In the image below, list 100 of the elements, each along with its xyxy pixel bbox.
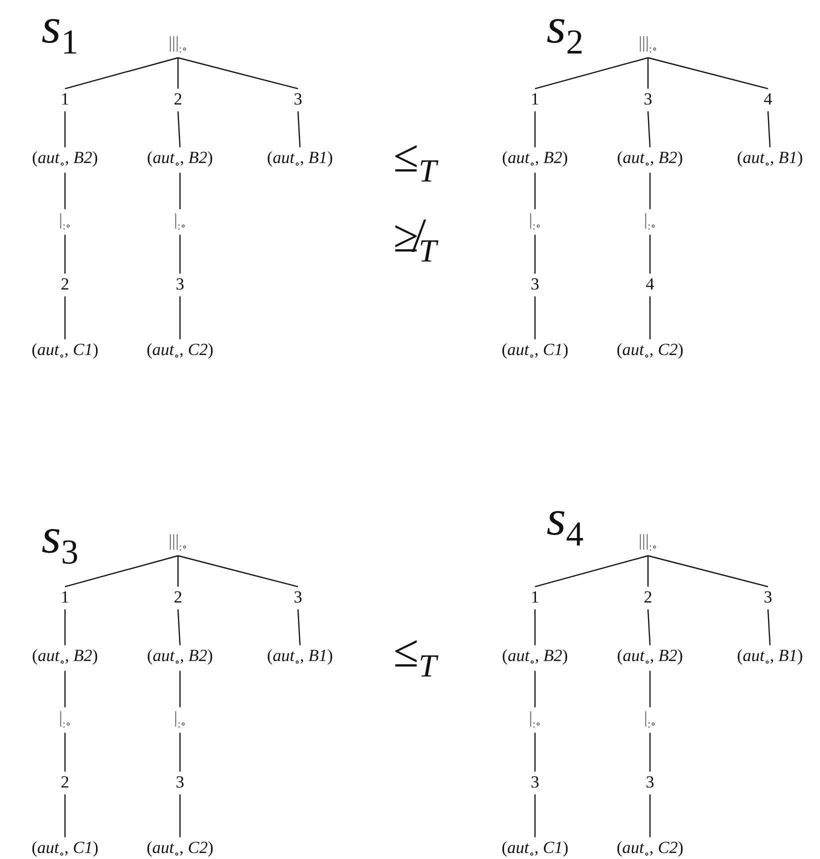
tree-branch <box>64 555 178 588</box>
tree-branch <box>649 732 651 772</box>
tree-leaf-label: (aut$_{∘}$, B2) <box>32 148 98 172</box>
tree-branch <box>177 556 179 587</box>
tree-branch <box>178 555 298 588</box>
tree-leaf-label: (aut$_{∘}$, C2) <box>146 340 214 364</box>
operator-label: |$_{:∘}$ <box>529 708 541 732</box>
tree-leaf-label: (aut$_{∘}$, B2) <box>32 646 98 670</box>
tree-leaf-label: (aut$_{∘}$, C1) <box>32 340 98 364</box>
operator-label: |$_{:∘}$ <box>174 210 186 234</box>
tree-leaf-label: (aut$_{∘}$, B2) <box>502 646 568 670</box>
tree-branch <box>179 794 181 838</box>
tree-leaf-label: (aut$_{∘}$, B2) <box>147 148 213 172</box>
tree-branch <box>64 670 66 708</box>
tree-branch <box>64 57 178 90</box>
tree-index: 3 <box>176 772 184 794</box>
tree-leaf-label: (aut$_{∘}$, B2) <box>617 646 683 670</box>
tree-branch <box>177 111 181 148</box>
tree-index: 2 <box>174 90 182 110</box>
tree-leaf-label: (aut$_{∘}$, C1) <box>32 838 98 859</box>
tree-name: s$_{1}$ <box>42 0 78 60</box>
tree-branch <box>179 296 181 340</box>
tree-branch <box>534 732 536 772</box>
tree-index: 3 <box>530 274 540 296</box>
tree-branch <box>179 172 181 210</box>
operator-label: |$_{:∘}$ <box>59 708 71 732</box>
tree-branch <box>648 57 768 90</box>
operator-label: |$_{:∘}$ <box>644 708 656 732</box>
tree-branch <box>534 555 648 588</box>
tree-branch <box>534 794 536 838</box>
tree-branch <box>647 111 651 148</box>
tree-branch <box>64 794 66 838</box>
operator-label: |||$_{:∘}$ <box>168 33 188 57</box>
tree-branch <box>767 111 771 148</box>
tree-branch <box>297 609 301 646</box>
tree-branch <box>648 555 768 588</box>
tree-leaf-label: (aut$_{∘}$, B2) <box>617 148 683 172</box>
tree-leaf-label: (aut$_{∘}$, B1) <box>267 646 333 670</box>
tree-branch <box>649 234 651 274</box>
tree-leaf-label: (aut$_{∘}$, C1) <box>502 340 568 364</box>
tree-name: s$_{3}$ <box>42 510 78 570</box>
tree-branch <box>178 57 298 90</box>
tree-leaf-label: (aut$_{∘}$, B2) <box>147 646 213 670</box>
tree-branch <box>647 556 649 587</box>
tree-branch <box>179 234 181 274</box>
relation-symbol: ≤$_{T}$ <box>393 628 437 682</box>
tree-branch <box>64 172 66 210</box>
tree-branch <box>649 296 651 340</box>
tree-branch <box>534 609 536 646</box>
tree-index: 4 <box>764 90 772 110</box>
tree-index: 3 <box>294 588 302 608</box>
tree-leaf-label: (aut$_{∘}$, B1) <box>267 148 333 172</box>
tree-branch <box>64 296 66 340</box>
operator-label: |$_{:∘}$ <box>174 708 186 732</box>
tree-branch <box>64 609 66 646</box>
tree-branch <box>179 732 181 772</box>
tree-leaf-label: (aut$_{∘}$, C1) <box>502 838 568 859</box>
tree-branch <box>64 732 66 772</box>
tree-branch <box>647 58 649 89</box>
tree-leaf-label: (aut$_{∘}$, C2) <box>616 838 684 859</box>
tree-index: 1 <box>530 588 540 608</box>
tree-branch <box>179 670 181 708</box>
tree-index: 4 <box>646 274 654 296</box>
tree-leaf-label: (aut$_{∘}$, C2) <box>146 838 214 859</box>
tree-branch <box>534 111 536 148</box>
tree-index: 1 <box>60 588 70 608</box>
operator-label: |$_{:∘}$ <box>644 210 656 234</box>
tree-index: 2 <box>60 274 70 296</box>
tree-branch <box>649 172 651 210</box>
relation-symbol: ≤$_{T}$ <box>393 133 437 187</box>
tree-index: 3 <box>530 772 540 794</box>
tree-branch <box>534 172 536 210</box>
tree-branch <box>64 234 66 274</box>
tree-index: 2 <box>60 772 70 794</box>
operator-label: |||$_{:∘}$ <box>638 33 658 57</box>
tree-index: 1 <box>530 90 540 110</box>
operator-label: |$_{:∘}$ <box>529 210 541 234</box>
tree-index: 3 <box>176 274 184 296</box>
tree-index: 2 <box>174 588 182 608</box>
tree-branch <box>649 794 651 838</box>
tree-branch <box>534 234 536 274</box>
tree-leaf-label: (aut$_{∘}$, B1) <box>737 646 803 670</box>
tree-index: 3 <box>294 90 302 110</box>
tree-index: 3 <box>646 772 654 794</box>
tree-branch <box>767 609 771 646</box>
tree-branch <box>64 111 66 148</box>
operator-label: |||$_{:∘}$ <box>168 531 188 555</box>
tree-leaf-label: (aut$_{∘}$, B1) <box>737 148 803 172</box>
tree-branch <box>534 57 648 90</box>
tree-index: 3 <box>644 90 652 110</box>
tree-index: 1 <box>60 90 70 110</box>
relation-symbol: ≱$_{T}$ <box>393 213 437 267</box>
tree-leaf-label: (aut$_{∘}$, B2) <box>502 148 568 172</box>
tree-index: 3 <box>764 588 772 608</box>
tree-leaf-label: (aut$_{∘}$, C2) <box>616 340 684 364</box>
tree-branch <box>649 670 651 708</box>
operator-label: |||$_{:∘}$ <box>638 531 658 555</box>
tree-branch <box>177 58 179 89</box>
tree-branch <box>534 296 536 340</box>
tree-index: 2 <box>644 588 652 608</box>
